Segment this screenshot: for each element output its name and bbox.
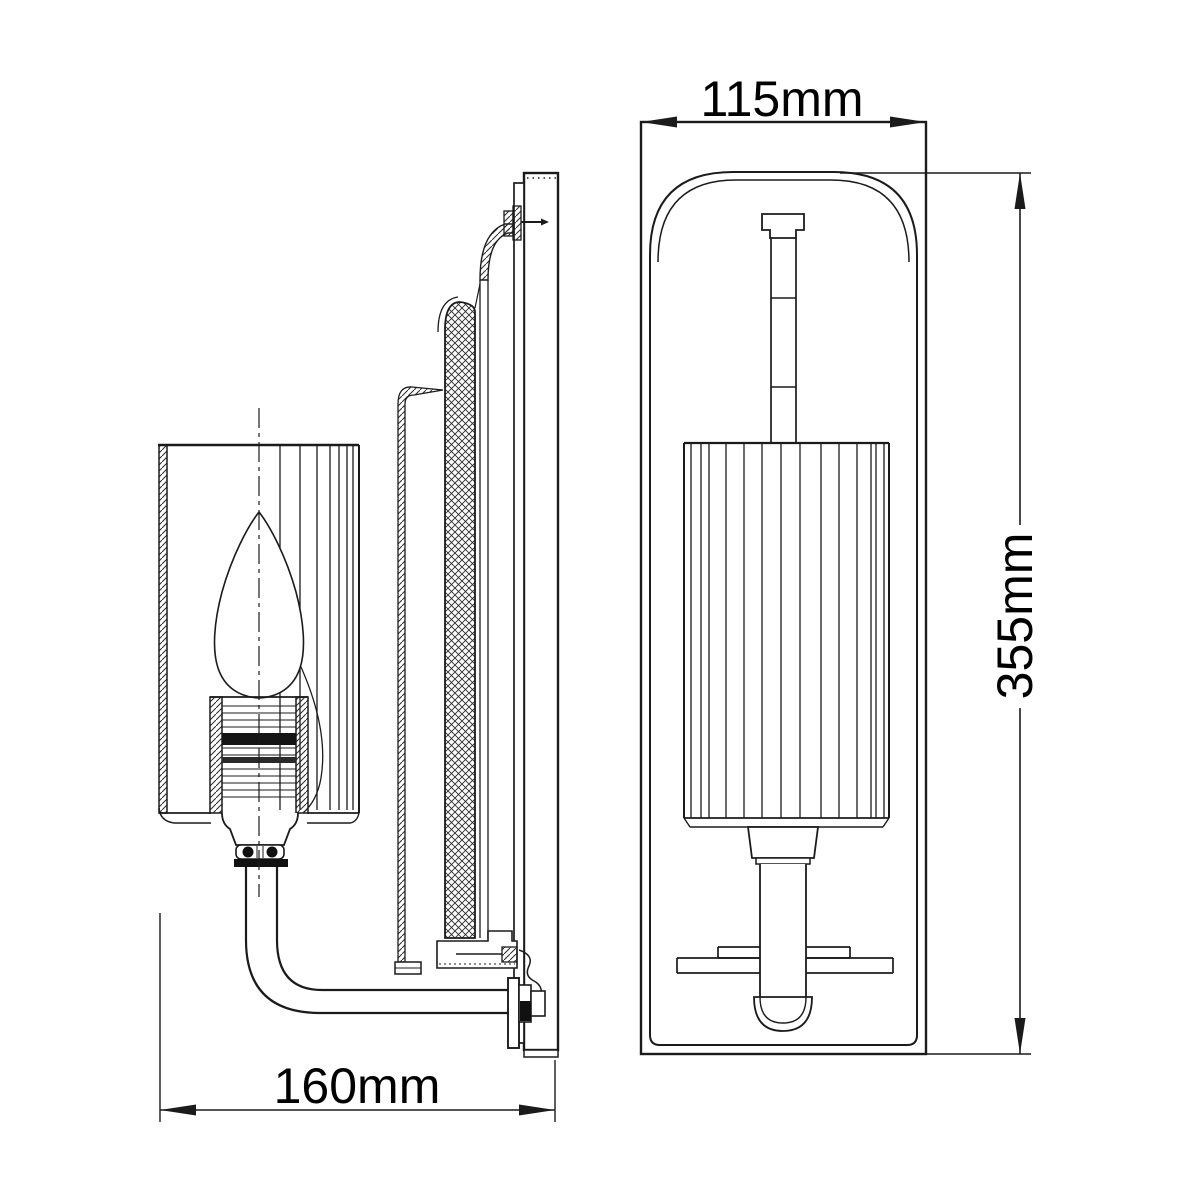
side-shade <box>158 443 360 824</box>
dimensions: 115mm 355mm 160mm <box>159 71 1043 1122</box>
side-arm <box>244 867 508 1015</box>
wall-plate-foot <box>523 1049 559 1058</box>
shade-lip-left-curve <box>158 807 175 824</box>
dim-355-label: 355mm <box>987 533 1043 700</box>
dim-355-arrow-top <box>1014 173 1026 209</box>
side-socket <box>209 696 309 867</box>
socket-shell-left <box>209 696 223 814</box>
socket-cup <box>221 812 299 846</box>
dim-115-arrow-left <box>641 116 677 128</box>
outer-panel-strip <box>397 386 444 963</box>
dim-160-arrow-right <box>519 1104 555 1116</box>
dim-160-label: 160mm <box>274 1058 441 1114</box>
side-top-screw <box>503 205 549 241</box>
dimension-width-115mm: 115mm <box>641 71 926 128</box>
backplate-edge-on <box>513 182 525 1044</box>
shade-wall-section <box>158 444 168 814</box>
screw-washer <box>503 210 514 237</box>
socket-shell-right <box>295 696 309 814</box>
dim-115-label: 115mm <box>700 71 863 127</box>
diffuser-panel <box>444 301 476 939</box>
arm-nut-dark <box>520 1001 531 1021</box>
dim-160-arrow-left <box>160 1104 196 1116</box>
side-profile-view <box>158 171 560 1058</box>
diffuser-cap-outer-line <box>437 296 459 333</box>
front-shade <box>683 441 890 828</box>
bottom-bracket <box>436 930 518 969</box>
front-view <box>639 120 928 1056</box>
shade-ribs-front <box>690 443 885 818</box>
arm-flange <box>507 977 520 1049</box>
collar-bead-left <box>242 846 254 858</box>
side-wall-plate <box>513 171 560 1058</box>
screw-nut <box>512 205 522 241</box>
shade-lip-right-curve <box>349 812 360 824</box>
dim-115-arrow-right <box>890 116 926 128</box>
front-candle <box>746 826 820 1032</box>
arm-inner-curve <box>275 867 508 992</box>
front-socket-cup <box>746 826 820 859</box>
backplate-rolled-edge <box>657 179 910 263</box>
arm-nut-outer <box>530 990 546 1017</box>
bottom-bolt <box>501 946 518 963</box>
dimension-height-355mm: 355mm <box>840 172 1043 1055</box>
dim-355-arrow-bottom <box>1014 1018 1026 1054</box>
front-rim-right <box>882 817 890 828</box>
shade-ribs-side <box>279 445 354 810</box>
retaining-wire-clip <box>518 949 543 996</box>
shade-inner-arc <box>291 647 324 814</box>
screw-tip <box>541 218 549 226</box>
candle-tube-bottom-inner <box>759 996 807 1024</box>
bracket-connector <box>474 283 481 309</box>
candle-tube-fill <box>760 864 806 997</box>
socket-base-ring <box>234 859 288 867</box>
candle-tube-bottom-outer <box>753 996 813 1032</box>
side-arm-mount <box>507 977 546 1049</box>
wall-plate-edge <box>522 171 560 1052</box>
collar-bead-right <box>266 846 278 858</box>
side-bottom-bracket <box>436 930 543 996</box>
front-socket-step <box>755 857 811 865</box>
front-rim-left <box>683 817 691 828</box>
side-back-panels <box>394 223 515 975</box>
front-stem <box>761 213 805 443</box>
arm-outer-curve <box>244 867 508 1015</box>
dimension-depth-160mm: 160mm <box>159 913 556 1122</box>
